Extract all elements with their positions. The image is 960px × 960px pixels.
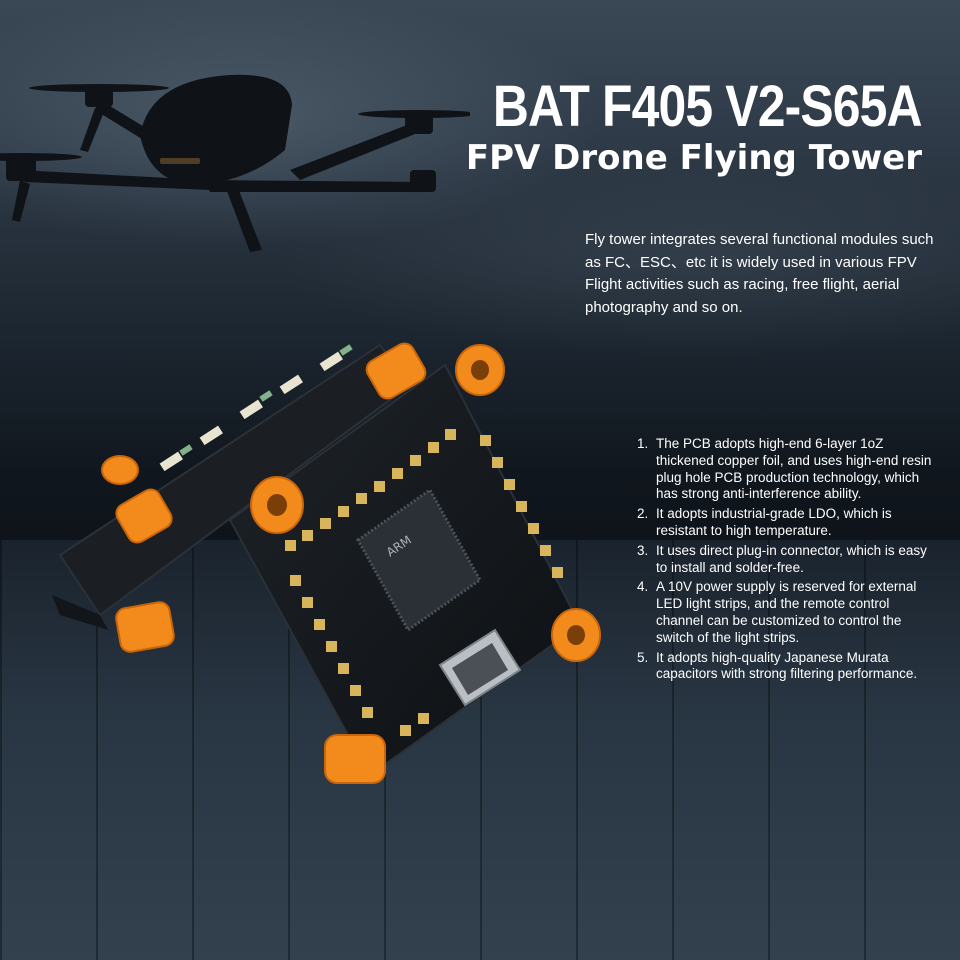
feature-text: It adopts industrial-grade LDO, which is… [656,506,892,538]
product-title: BAT F405 V2-S65A [493,74,923,139]
drone-silhouette-image [0,74,470,252]
feature-item: 4.A 10V power supply is reserved for ext… [637,579,917,645]
feature-list: 1.The PCB adopts high-end 6-layer 1oZ th… [637,436,933,686]
feature-text: The PCB adopts high-end 6-layer 1oZ thic… [656,436,932,502]
flight-tower-product-image: ARM [52,342,601,784]
feature-item: 3.It uses direct plug-in connector, whic… [637,542,927,575]
feature-text: A 10V power supply is reserved for exter… [656,579,917,645]
feature-item: 1.The PCB adopts high-end 6-layer 1oZ th… [637,436,932,502]
feature-text: It uses direct plug-in connector, which … [656,542,927,575]
feature-text: It adopts high-quality Japanese Murata c… [656,649,918,682]
feature-item: 2.It adopts industrial-grade LDO, which … [637,506,892,538]
feature-item: 5.It adopts high-quality Japanese Murata… [637,649,918,682]
product-subtitle: FPV Drone Flying Tower [465,138,922,178]
product-intro-text: Fly tower integrates several functional … [585,231,934,316]
